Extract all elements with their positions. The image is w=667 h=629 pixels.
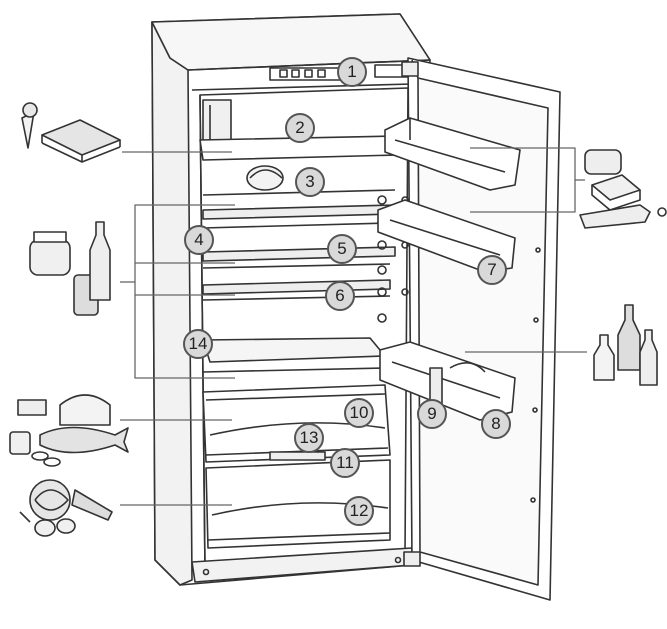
- callout-7: 7: [477, 255, 507, 285]
- callout-5: 5: [327, 234, 357, 264]
- butter-and-jar-icon: [584, 149, 641, 211]
- callout-13: 13: [294, 423, 324, 453]
- ice-cream-icon: [21, 102, 38, 149]
- jars-and-bottles-icon: [29, 221, 111, 316]
- door-bin-top: [384, 117, 521, 191]
- crisper-top: [202, 384, 391, 463]
- vegetables-icon: [19, 479, 113, 537]
- callout-10: 10: [344, 398, 374, 428]
- callout-4: 4: [184, 225, 214, 255]
- callout-8: 8: [481, 409, 511, 439]
- callout-11: 11: [330, 448, 360, 478]
- frozen-box-icon: [41, 119, 121, 163]
- crisper-bottom: [205, 459, 391, 549]
- dairy-and-fish-icon: [9, 394, 129, 467]
- shelf-supports: [377, 195, 409, 323]
- callout-14: 14: [183, 329, 213, 359]
- callout-2: 2: [285, 113, 315, 143]
- door-bin-middle: [377, 199, 516, 273]
- door-bin-bottom: [379, 341, 516, 421]
- leader-lines: [120, 147, 587, 506]
- fridge-door: [401, 57, 561, 601]
- callout-12: 12: [344, 496, 374, 526]
- callout-3: 3: [295, 167, 325, 197]
- top-compartment: [199, 99, 398, 161]
- callout-1: 1: [337, 57, 367, 87]
- callout-6: 6: [325, 281, 355, 311]
- door-bottles-icon: [593, 304, 658, 386]
- callout-9: 9: [417, 399, 447, 429]
- tube-icon: [579, 204, 667, 229]
